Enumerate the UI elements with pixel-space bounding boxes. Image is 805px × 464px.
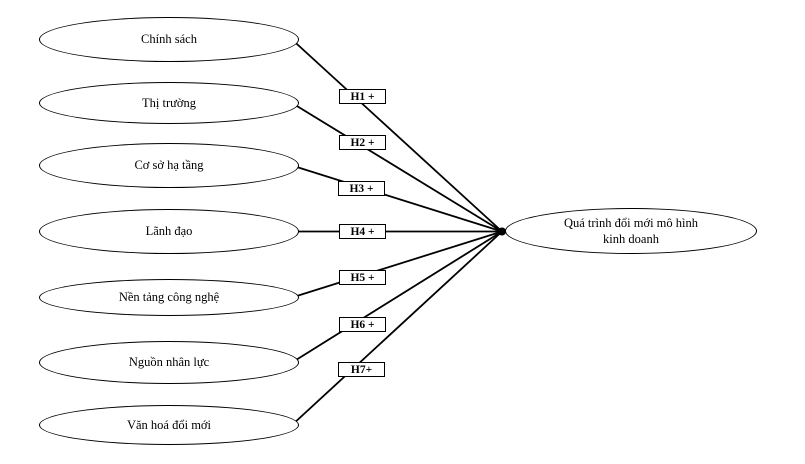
- factor-ellipse-co-so-ha-tang: Cơ sở hạ tầng: [39, 143, 299, 188]
- hypothesis-box-h7: H7+: [338, 362, 385, 377]
- factor-ellipse-thi-truong: Thị trường: [39, 82, 299, 124]
- convergence-dot: [498, 227, 506, 236]
- connector-line-h6: [291, 230, 503, 364]
- connector-line-h3: [291, 164, 503, 233]
- hypothesis-box-h2: H2 +: [339, 135, 386, 150]
- factor-label: Thị trường: [141, 95, 196, 110]
- hypothesis-box-h4: H4 +: [339, 224, 386, 239]
- hypothesis-box-h3: H3 +: [338, 181, 385, 196]
- connector-line-h5: [291, 230, 503, 299]
- outcome-label: Quá trình đổi mới mô hình kinh doanh: [563, 215, 699, 246]
- connector-line-h1: [291, 38, 503, 233]
- connector-line-h7: [291, 230, 503, 426]
- factor-ellipse-chinh-sach: Chính sách: [39, 17, 299, 62]
- factor-label: Nguồn nhân lực: [128, 355, 210, 370]
- hypothesis-box-h5: H5 +: [339, 270, 386, 285]
- hypothesis-box-h1: H1 +: [339, 89, 386, 104]
- factor-label: Cơ sở hạ tầng: [134, 158, 204, 173]
- outcome-ellipse-qua-trinh-doi-moi: Quá trình đổi mới mô hình kinh doanh: [505, 208, 757, 254]
- factor-ellipse-nen-tang-cong-nghe: Nền tảng công nghệ: [39, 279, 299, 316]
- factor-ellipse-van-hoa-doi-moi: Văn hoá đổi mới: [39, 405, 299, 445]
- hypothesis-box-h6: H6 +: [339, 317, 386, 332]
- factor-ellipse-lanh-dao: Lãnh đạo: [39, 209, 299, 254]
- factor-label: Nền tảng công nghệ: [118, 290, 220, 305]
- factor-ellipse-nguon-nhan-luc: Nguồn nhân lực: [39, 341, 299, 384]
- factor-label: Lãnh đạo: [145, 224, 193, 239]
- connector-line-h2: [291, 102, 503, 233]
- factor-label: Văn hoá đổi mới: [126, 417, 212, 432]
- factor-label: Chính sách: [141, 32, 197, 47]
